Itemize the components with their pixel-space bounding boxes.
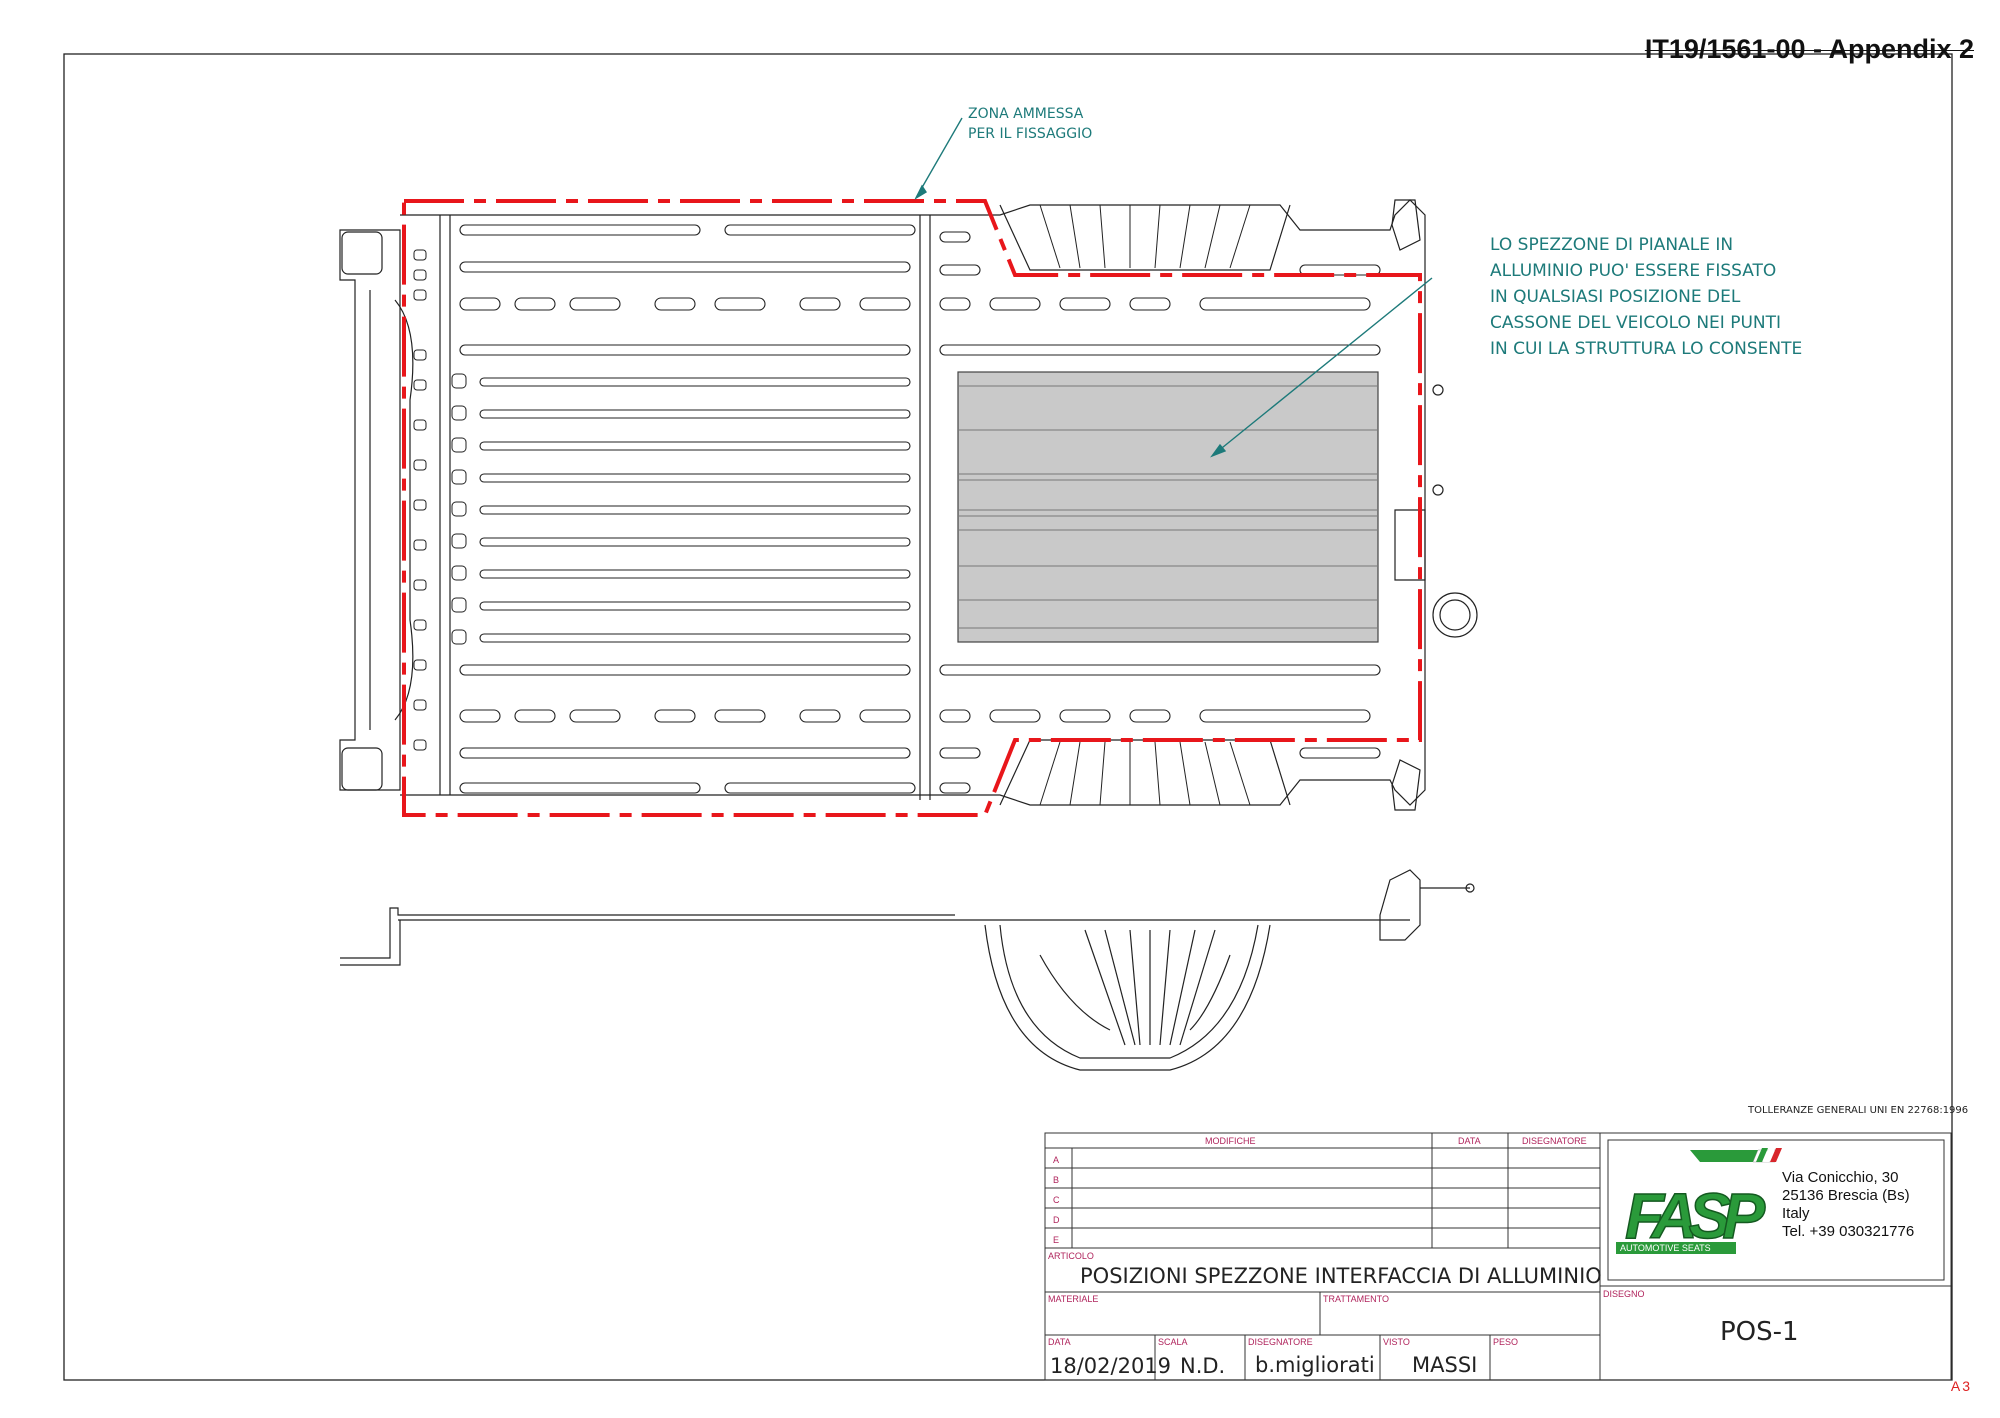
scala-label: SCALA	[1158, 1337, 1188, 1347]
disegno-value: POS-1	[1720, 1317, 1799, 1347]
note-line-3: IN QUALSIASI POSIZIONE DEL	[1490, 287, 1741, 307]
materiale-label: MATERIALE	[1048, 1294, 1098, 1304]
floor-ribs-left	[413, 224, 916, 794]
leader-lines	[914, 117, 1433, 458]
visto-value: MASSI	[1412, 1353, 1477, 1377]
address-line-1: Via Conicchio, 30	[1782, 1169, 1898, 1186]
logo-wordmark: FASP	[1625, 1180, 1765, 1252]
zone-label-line2: PER IL FISSAGGIO	[968, 126, 1092, 142]
revision-a: A	[1053, 1155, 1059, 1165]
address-line-4: Tel. +39 030321776	[1782, 1223, 1914, 1240]
revision-b: B	[1053, 1175, 1059, 1185]
note-line-2: ALLUMINIO PUO' ESSERE FISSATO	[1490, 261, 1776, 281]
data-label: DATA	[1048, 1337, 1071, 1347]
note-line-5: IN CUI LA STRUTTURA LO CONSENTE	[1490, 339, 1802, 359]
fixing-zone-outline	[402, 199, 1422, 817]
modifiche-label: MODIFICHE	[1205, 1136, 1256, 1146]
disegnatore-value: b.migliorati	[1255, 1353, 1375, 1377]
disegnatore-label: DISEGNATORE	[1248, 1337, 1313, 1347]
note-line-1: LO SPEZZONE DI PIANALE IN	[1490, 235, 1733, 255]
note-line-4: CASSONE DEL VEICOLO NEI PUNTI	[1490, 313, 1781, 333]
address-line-2: 25136 Brescia (Bs)	[1782, 1187, 1910, 1204]
trattamento-label: TRATTAMENTO	[1323, 1294, 1389, 1304]
cargo-bed-side-view	[340, 869, 1475, 1071]
floor-ribs-right	[939, 231, 1381, 794]
revision-c: C	[1053, 1195, 1060, 1205]
tolerances-note: TOLLERANZE GENERALI UNI EN 22768:1996	[1747, 1105, 1968, 1116]
disegnatore-col-label: DISEGNATORE	[1522, 1136, 1587, 1146]
title-block	[1044, 1132, 1952, 1381]
sheet-size-label: A3	[1950, 1378, 1972, 1394]
revision-d: D	[1053, 1215, 1060, 1225]
logo-subtitle: AUTOMOTIVE SEATS	[1620, 1243, 1711, 1253]
date-value: 18/02/2019	[1050, 1354, 1171, 1378]
disegno-label: DISEGNO	[1603, 1289, 1645, 1299]
articolo-value: POSIZIONI SPEZZONE INTERFACCIA DI ALLUMI…	[1080, 1264, 1602, 1288]
data-col-label: DATA	[1458, 1136, 1481, 1146]
aluminium-floor-section	[957, 371, 1379, 643]
visto-label: VISTO	[1383, 1337, 1410, 1347]
revision-e: E	[1053, 1235, 1059, 1245]
fasp-logo: FASP AUTOMOTIVE SEATS	[1616, 1148, 1782, 1254]
zone-label-line1: ZONA AMMESSA	[968, 106, 1084, 122]
articolo-label: ARTICOLO	[1048, 1251, 1094, 1261]
peso-label: PESO	[1493, 1337, 1518, 1347]
sheet-frame	[63, 53, 1953, 1381]
scala-value: N.D.	[1180, 1354, 1225, 1378]
document-reference: IT19/1561-00 - Appendix 2	[1644, 34, 1974, 64]
address-line-3: Italy	[1782, 1205, 1810, 1222]
